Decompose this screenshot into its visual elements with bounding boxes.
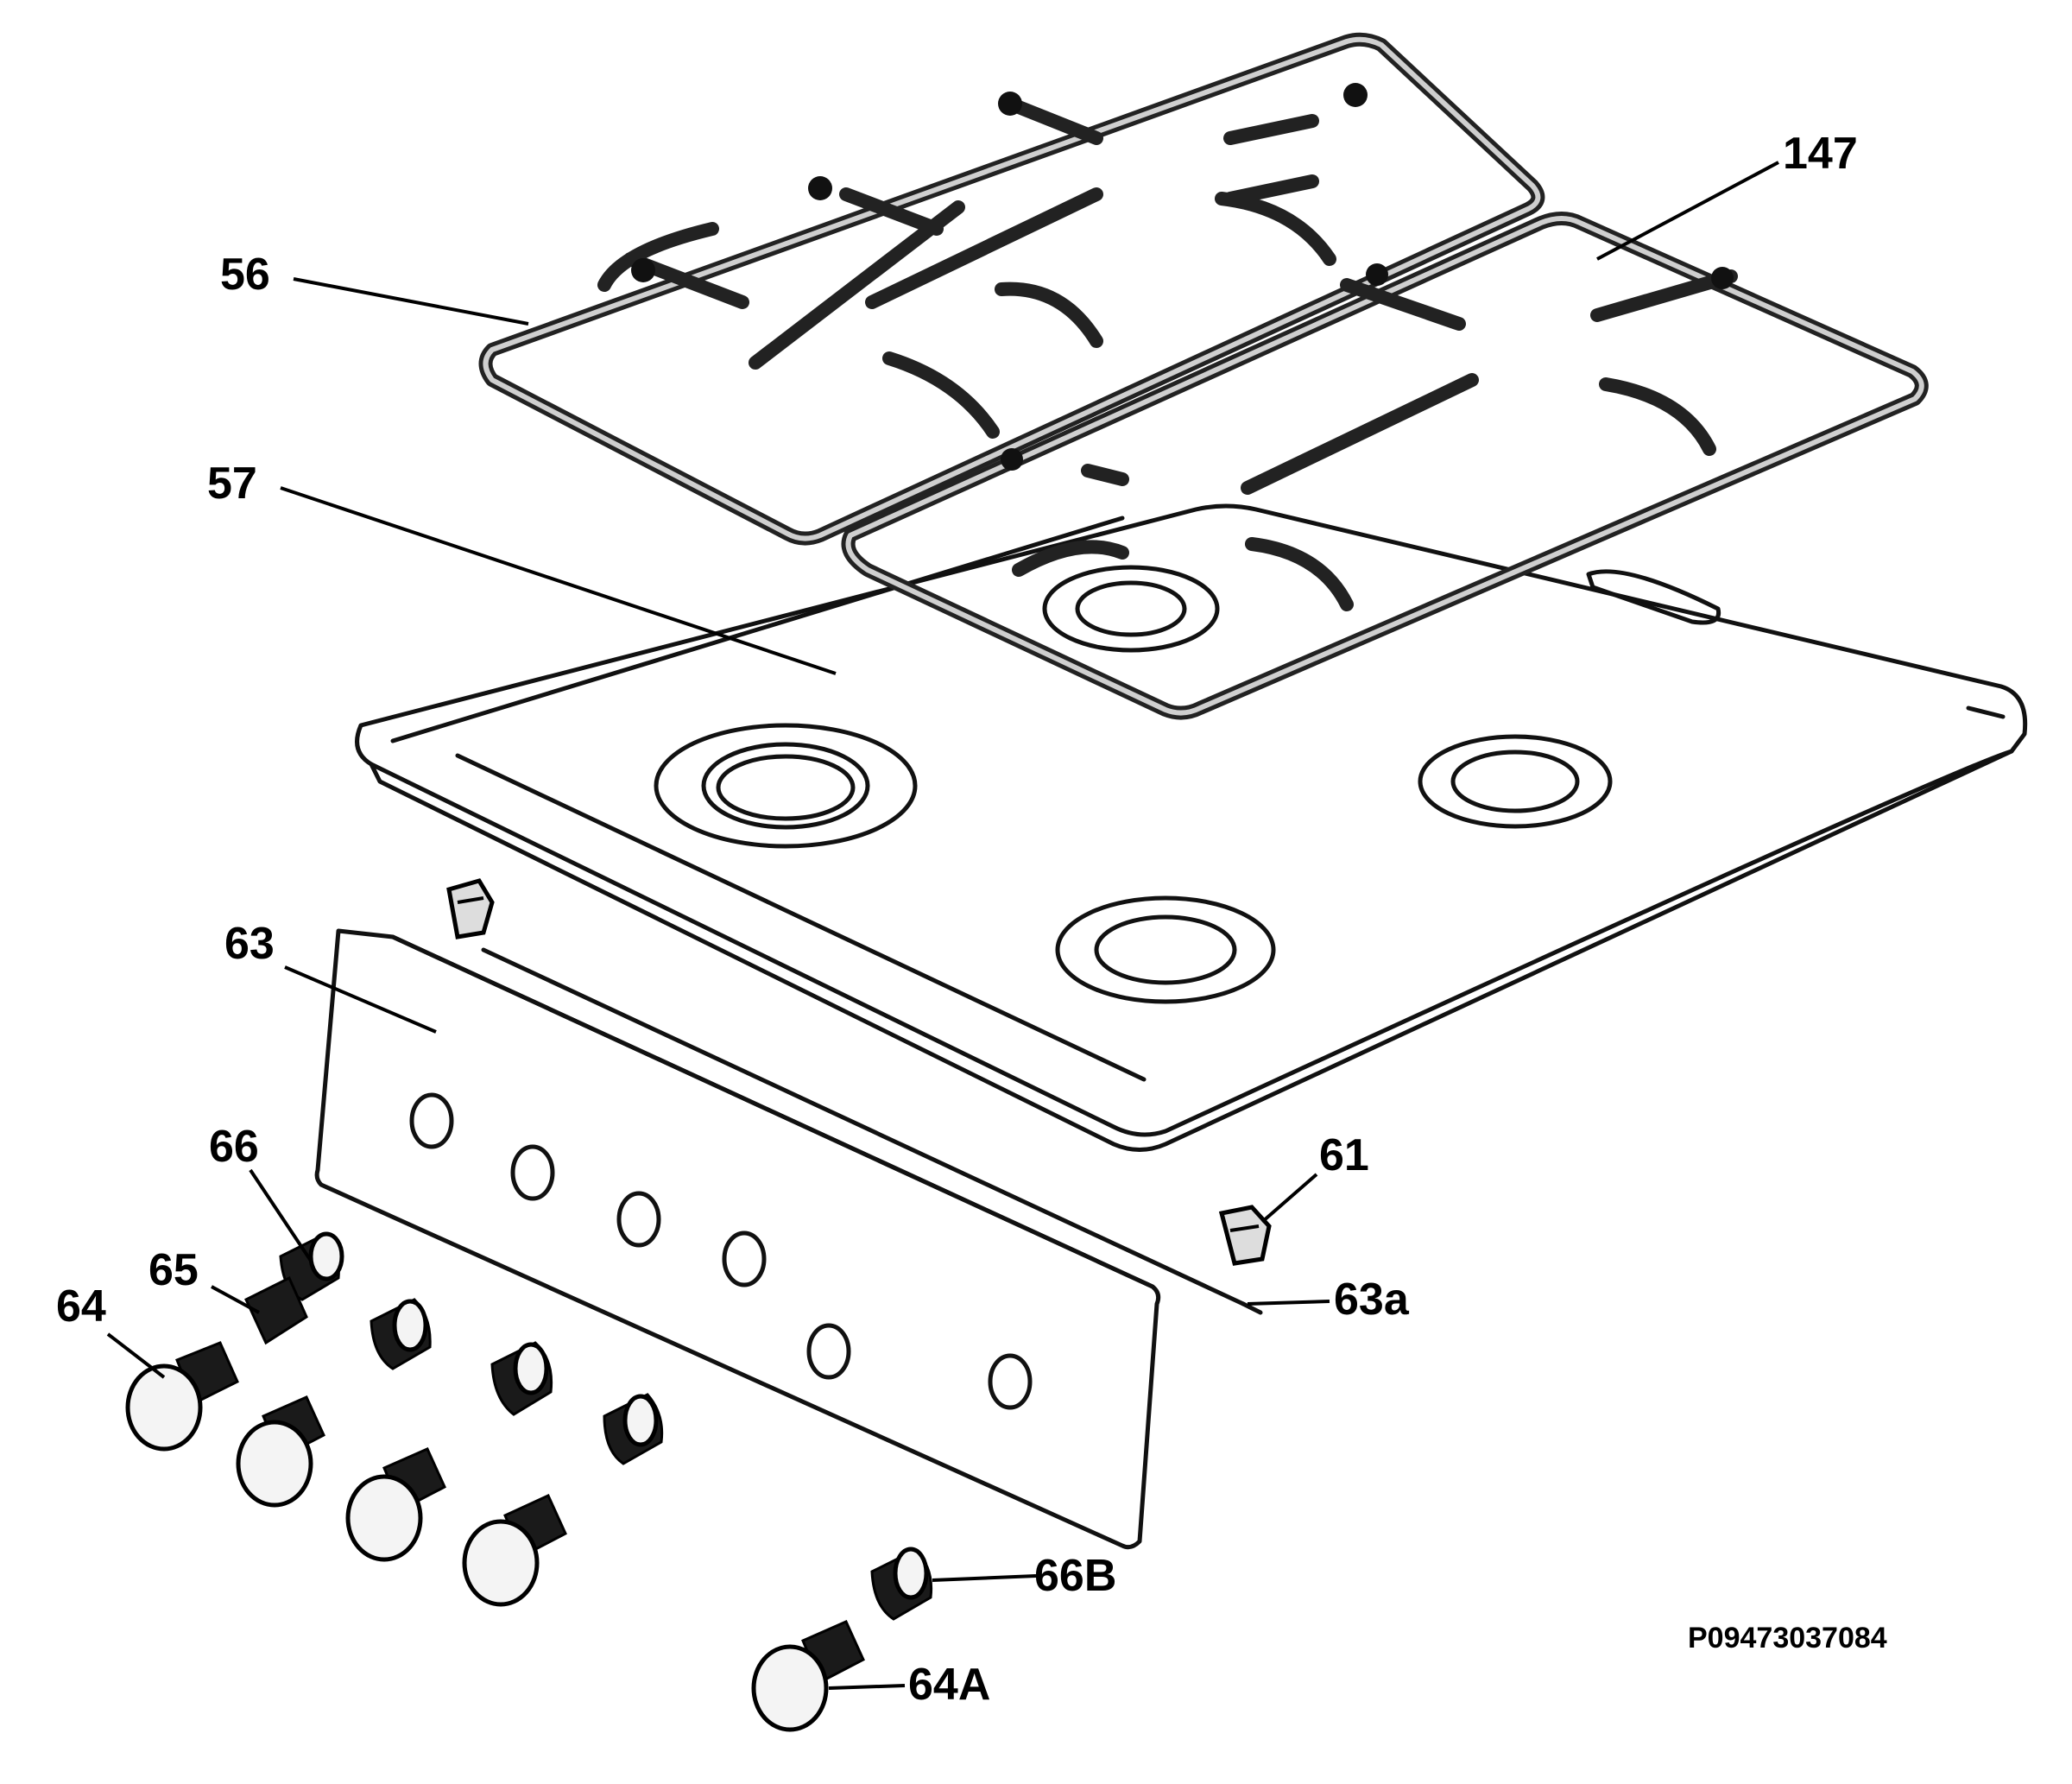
fixing-clip-right[interactable] xyxy=(1218,1205,1272,1266)
drawing-code: P09473037084 xyxy=(1688,1622,1887,1654)
label-56: 56 xyxy=(220,250,270,300)
burner-front-left xyxy=(654,723,918,849)
knob-spindle-66[interactable] xyxy=(279,1231,344,1301)
label-147: 147 xyxy=(1783,129,1858,179)
label-63: 63 xyxy=(224,919,275,969)
label-66b: 66B xyxy=(1034,1551,1116,1601)
knob-spindle-row-1[interactable] xyxy=(244,1275,664,1465)
control-panel-holes xyxy=(409,1092,1033,1410)
knob-64[interactable] xyxy=(125,1341,567,1607)
label-57: 57 xyxy=(207,459,257,509)
label-64a: 64A xyxy=(908,1660,990,1710)
burner-right xyxy=(1418,734,1613,829)
knob-spindle-66b[interactable] xyxy=(870,1547,933,1621)
burner-rear xyxy=(1042,565,1220,653)
fixing-clip-left[interactable] xyxy=(446,878,495,939)
knob-64a[interactable] xyxy=(751,1620,865,1732)
burner-front xyxy=(1055,895,1276,1004)
label-66: 66 xyxy=(209,1122,259,1172)
leader-lines xyxy=(106,161,1779,1690)
label-61: 61 xyxy=(1319,1130,1369,1180)
hob-top-panel[interactable] xyxy=(355,503,2028,1152)
label-64: 64 xyxy=(56,1281,106,1332)
pan-support-left[interactable] xyxy=(478,32,1545,546)
control-panel[interactable] xyxy=(314,928,1263,1550)
label-65: 65 xyxy=(148,1245,199,1295)
pan-support-right[interactable] xyxy=(841,212,1929,720)
label-63a: 63a xyxy=(1334,1275,1410,1325)
